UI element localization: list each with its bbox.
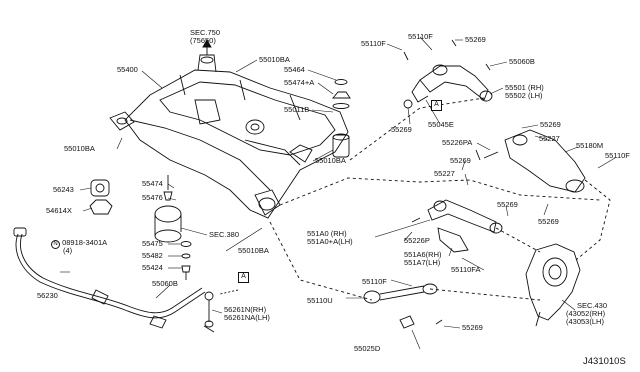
n-symbol-icon: N [51,240,60,249]
label-55060B-low: 55060B [152,279,178,288]
mount-sec380 [154,175,182,243]
label-leaders [60,36,616,350]
label-55474: 55474 [142,179,163,188]
label-sec380: SEC.380 [209,230,240,239]
label-55424: 55424 [142,263,163,272]
label-55269-g: 55269 [462,323,483,332]
label-08918-text: 08918-3401A [62,238,108,247]
label-55474A: 55474+A [284,78,315,87]
label-55269-f: 55269 [538,217,559,226]
label-55269-e: 55269 [497,200,518,209]
bushing-55464 [332,79,351,109]
label-56230: 56230 [37,291,58,300]
label-55010BA-top: 55010BA [259,55,290,64]
label-55227-b: 55227 [434,169,455,178]
label-55011B: 55011B [284,105,310,114]
label-54614X: 54614X [46,206,72,215]
diagram-code: J431010S [583,356,626,367]
label-55110F-c: 55110F [605,151,630,160]
label-sec750-sub: (75650) [190,36,216,45]
label-55227-a: 55227 [539,134,560,143]
label-55476: 55476 [142,193,163,202]
upper-link-55501 [403,39,493,109]
label-55025D: 55025D [354,344,381,353]
label-55269-d: 55269 [450,156,471,165]
bushing-56243 [89,179,113,215]
dashed-leaders [269,97,611,301]
hardware-stack [180,241,192,280]
label-55269-b: 55269 [391,125,412,134]
label-55464: 55464 [284,65,305,74]
label-55226PA: 55226PA [442,138,473,147]
label-sec750: SEC.750 [190,28,221,37]
label-55110U: 55110U [307,296,333,305]
subframe-55400 [109,54,350,219]
sec750-arrow [202,39,212,55]
label-56243: 56243 [53,185,74,194]
label-551A0: 551A0 (RH) [307,229,347,238]
label-55269-c: 55269 [540,120,561,129]
arm-551A0 [411,199,503,253]
label-55110F-b: 55110F [408,32,433,41]
label-56261N: 56261N(RH) [224,305,267,314]
label-55110FA: 55110FA [451,265,481,274]
label-55269-a: 55269 [465,35,486,44]
lower-arm-55180M [475,129,586,193]
knuckle-sec430 [525,243,581,327]
lateral-link-55110U [363,283,443,329]
label-sec430: SEC.430 [577,301,608,310]
label-sec430-rh: (43052(RH) [566,309,606,318]
label-55502: 55502 (LH) [505,91,543,100]
label-08918-qty: (4) [63,246,73,255]
stabilizer-link-56261 [203,289,239,333]
label-55010BA-mid: 55010BA [315,156,346,165]
label-551A0A: 551A0+A(LH) [307,237,353,246]
label-55045E: 55045E [428,120,454,129]
label-55226P: 55226P [404,236,430,245]
label-55180M: 55180M [576,141,604,150]
ref-box-a-lower: A [238,272,249,283]
label-55482: 55482 [142,251,163,260]
label-551A7: 551A7(LH) [404,258,441,267]
label-55475: 55475 [142,239,163,248]
label-55400: 55400 [117,65,138,74]
label-55110F-d: 55110F [362,277,387,286]
label-551A6: 551A6(RH) [404,250,442,259]
label-55010BA-low: 55010BA [238,246,269,255]
stabilizer-bar-56230 [13,227,206,329]
label-55010BA-left: 55010BA [64,144,95,153]
label-55501: 55501 (RH) [505,83,544,92]
label-08918-3401A: N 08918-3401A [51,239,107,249]
label-56261NA: 56261NA(LH) [224,313,270,322]
ref-box-a-upper: A [431,100,442,111]
label-sec430-lh: (43053(LH) [566,317,604,326]
label-55110F-a: 55110F [361,39,386,48]
label-55060B-up: 55060B [509,57,535,66]
